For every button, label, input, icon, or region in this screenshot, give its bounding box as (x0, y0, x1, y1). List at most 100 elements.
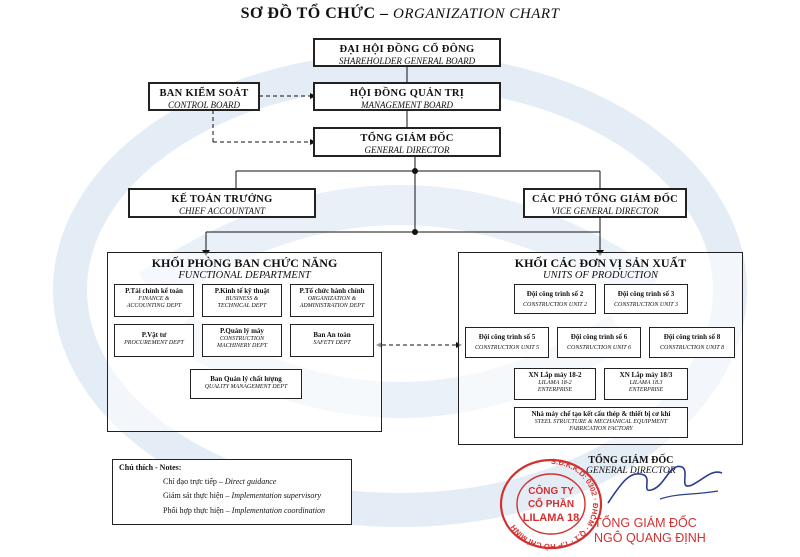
dept-label: P.Vật tư (141, 331, 167, 339)
title-vn: SƠ ĐỒ TỔ CHỨC (240, 5, 376, 22)
production-units-vn: KHỐI CÁC ĐƠN VỊ SẢN XUẤT (514, 256, 687, 270)
legend-box: Chú thích - Notes: Chỉ đạo trực tiếp – D… (112, 459, 352, 525)
dept-en: BUSINESS & (225, 296, 259, 302)
unit-lilama-18-3: XN Lắp máy 18/3 LILAMA 18.3 ENTERPRISE (604, 368, 688, 400)
unit-label: XN Lắp máy 18-2 (528, 371, 582, 379)
unit-construction-2: Đội công trình số 2 CONSTRUCTION UNIT 2 (514, 284, 596, 314)
signature-title: TỔNG GIÁM ĐỐC GENERAL DIRECTOR (586, 455, 676, 476)
unit-construction-3: Đội công trình số 3 CONSTRUCTION UNIT 3 (604, 284, 688, 314)
signature-vn: TỔNG GIÁM ĐỐC (588, 455, 674, 466)
dept-label: P.Quản lý máy (220, 327, 264, 335)
control-board-vn: BAN KIỂM SOÁT (159, 88, 249, 99)
dept-label: P.Kinh tế kỹ thuật (214, 287, 270, 295)
unit-label: Đội công trình số 8 (663, 333, 721, 341)
unit-en: CONSTRUCTION UNIT 5 (475, 345, 539, 351)
unit-construction-8: Đội công trình số 8 CONSTRUCTION UNIT 8 (649, 327, 735, 358)
dept-label: P.Tổ chức hành chính (299, 287, 365, 295)
legend-item-coordination: Phối hợp thực hiện – Implementation coor… (163, 506, 326, 515)
dept-en: PROCUREMENT DEPT (124, 340, 184, 346)
unit-construction-5: Đội công trình số 5 CONSTRUCTION UNIT 5 (465, 327, 549, 358)
functional-department-group: KHỐI PHÒNG BAN CHỨC NĂNG FUNCTIONAL DEPA… (107, 252, 382, 432)
unit-en: ENTERPRISE (628, 387, 664, 393)
unit-en: CONSTRUCTION UNIT 8 (660, 345, 724, 351)
unit-label: Nhà máy chế tạo kết cấu thép & thiết bị … (531, 410, 671, 418)
dept-machinery: P.Quản lý máy CONSTRUCTION MACHINERY DEP… (202, 324, 282, 357)
control-board-en: CONTROL BOARD (167, 100, 241, 110)
dept-finance: P.Tài chính kế toán FINANCE & ACCOUNTING… (114, 284, 194, 317)
management-board-en: MANAGEMENT BOARD (360, 100, 454, 110)
dept-safety: Ban An toàn SAFETY DEPT (290, 324, 374, 357)
vice-director-box: CÁC PHÓ TỔNG GIÁM ĐỐC VICE GENERAL DIREC… (523, 188, 687, 218)
dept-en: TECHNICAL DEPT (217, 303, 267, 309)
dept-organization-admin: P.Tổ chức hành chính ORGANIZATION & ADMI… (290, 284, 374, 317)
general-director-box: TỔNG GIÁM ĐỐC GENERAL DIRECTOR (313, 127, 501, 157)
unit-en: CONSTRUCTION UNIT 2 (523, 302, 587, 308)
management-board-vn: HỘI ĐỒNG QUẢN TRỊ (349, 88, 465, 99)
legend-item-supervisory: Giám sát thực hiện – Implementation supe… (163, 491, 322, 500)
production-units-en: UNITS OF PRODUCTION (543, 270, 658, 281)
unit-label: Đội công trình số 2 (526, 290, 584, 298)
functional-department-title: KHỐI PHÒNG BAN CHỨC NĂNG FUNCTIONAL DEPA… (108, 256, 381, 282)
unit-label: XN Lắp máy 18/3 (619, 371, 673, 379)
legend-en: Implementation supervisory (231, 491, 322, 500)
dept-label: Ban An toàn (313, 331, 351, 339)
functional-department-en: FUNCTIONAL DEPARTMENT (178, 270, 311, 281)
dept-label: P.Tài chính kế toán (125, 287, 183, 295)
dept-en: ORGANIZATION & (307, 296, 357, 302)
unit-en: CONSTRUCTION UNIT 6 (567, 345, 631, 351)
dept-en: ADMINISTRATION DEPT (299, 303, 365, 309)
shareholder-vn: ĐẠI HỘI ĐỒNG CỔ ĐÔNG (339, 44, 475, 55)
unit-lilama-18-2: XN Lắp máy 18-2 LILAMA 18-2 ENTERPRISE (514, 368, 596, 400)
dept-procurement: P.Vật tư PROCUREMENT DEPT (114, 324, 194, 357)
management-board-box: HỘI ĐỒNG QUẢN TRỊ MANAGEMENT BOARD (313, 82, 501, 111)
general-director-en: GENERAL DIRECTOR (364, 145, 450, 155)
page-title: SƠ ĐỒ TỔ CHỨC – ORGANIZATION CHART (0, 5, 800, 23)
legend-vn: Chỉ đạo trực tiếp (163, 477, 217, 486)
unit-en: STEEL STRUCTURE & MECHANICAL EQUIPMENT (534, 419, 668, 425)
vice-director-en: VICE GENERAL DIRECTOR (551, 206, 659, 216)
director-title-text: TỔNG GIÁM ĐỐC (594, 516, 697, 530)
dept-en: QUALITY MANAGEMENT DEPT (204, 384, 288, 390)
legend-en: Implementation coordination (231, 506, 326, 515)
unit-en: CONSTRUCTION UNIT 3 (614, 302, 678, 308)
legend-vn: Phối hợp thực hiện (163, 506, 224, 515)
unit-construction-6: Đội công trình số 6 CONSTRUCTION UNIT 6 (557, 327, 641, 358)
signature-en: GENERAL DIRECTOR (586, 466, 676, 476)
control-board-box: BAN KIỂM SOÁT CONTROL BOARD (148, 82, 260, 111)
director-name: NGÔ QUANG ĐỊNH (594, 531, 706, 545)
dept-label: Ban Quản lý chất lượng (210, 375, 282, 383)
title-en: ORGANIZATION CHART (393, 6, 560, 22)
unit-label: Đội công trình số 3 (617, 290, 675, 298)
shareholder-box: ĐẠI HỘI ĐỒNG CỔ ĐÔNG SHAREHOLDER GENERAL… (313, 38, 501, 67)
unit-en: FABRICATION FACTORY (569, 426, 633, 432)
stamp-line-1: CÔNG TY (528, 484, 574, 497)
production-units-group: KHỐI CÁC ĐƠN VỊ SẢN XUẤT UNITS OF PRODUC… (458, 252, 743, 445)
chief-accountant-en: CHIEF ACCOUNTANT (179, 206, 265, 216)
dept-business-technical: P.Kinh tế kỹ thuật BUSINESS & TECHNICAL … (202, 284, 282, 317)
production-units-title: KHỐI CÁC ĐƠN VỊ SẢN XUẤT UNITS OF PRODUC… (459, 256, 742, 282)
legend-heading: Chú thích - Notes: (119, 463, 182, 472)
dept-en: MACHINERY DEPT (216, 343, 268, 349)
chief-accountant-box: KẾ TOÁN TRƯỞNG CHIEF ACCOUNTANT (128, 188, 316, 218)
dept-en: FINANCE & (138, 296, 170, 302)
general-director-vn: TỔNG GIÁM ĐỐC (360, 133, 454, 144)
unit-en: LILAMA 18.3 (629, 380, 663, 386)
stamp-line-3: LILAMA 18 (523, 512, 579, 524)
chief-accountant-vn: KẾ TOÁN TRƯỞNG (171, 194, 273, 205)
company-stamp: S.Đ.K.K.D: 0302 · ĐHCM · Q.1 · T.P HỒ CH… (499, 457, 603, 552)
legend-vn: Giám sát thực hiện (163, 491, 224, 500)
handwritten-signature (607, 465, 723, 504)
unit-label: Đội công trình số 6 (570, 333, 628, 341)
unit-en: LILAMA 18-2 (538, 380, 572, 386)
unit-label: Đội công trình số 5 (478, 333, 536, 341)
unit-en: ENTERPRISE (537, 387, 573, 393)
dept-en: SAFETY DEPT (313, 340, 351, 346)
shareholder-en: SHAREHOLDER GENERAL BOARD (338, 56, 476, 66)
legend-item-direct: Chỉ đạo trực tiếp – Direct guidance (163, 477, 277, 486)
unit-steel-factory: Nhà máy chế tạo kết cấu thép & thiết bị … (514, 407, 688, 438)
director-name-block: TỔNG GIÁM ĐỐC NGÔ QUANG ĐỊNH (594, 516, 706, 546)
dept-en: CONSTRUCTION (219, 336, 265, 342)
dept-quality: Ban Quản lý chất lượng QUALITY MANAGEMEN… (190, 369, 302, 399)
stamp-line-2: CỔ PHẦN (528, 497, 574, 510)
title-separator: – (375, 5, 394, 22)
